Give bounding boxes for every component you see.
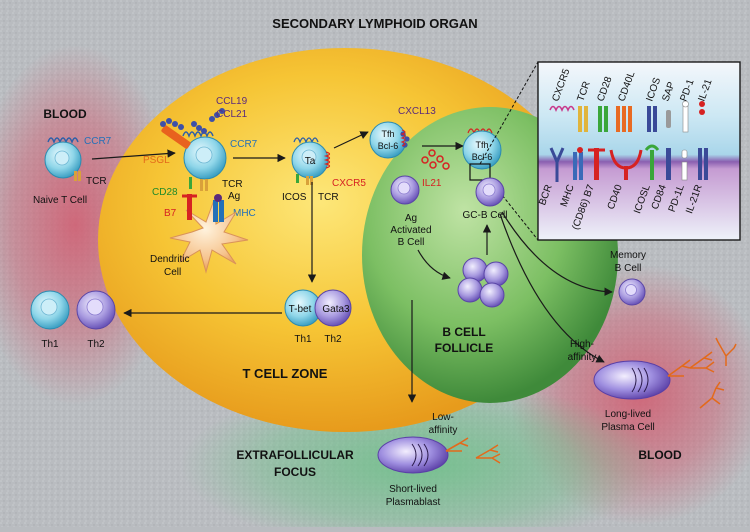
short-lived-label-2: Plasmablast (386, 497, 441, 508)
high-affinity-label-1: High- (570, 339, 594, 350)
cd28-label: CD28 (152, 187, 178, 198)
memory-label-1: Memory (610, 250, 646, 261)
short-lived-label-1: Short-lived (389, 484, 437, 495)
dendritic-cell (169, 194, 249, 274)
dendritic-label-1: Dendritic (150, 254, 189, 265)
naive-tcr-label: TCR (86, 176, 107, 187)
ta-label: Ta (305, 156, 316, 167)
tfh1-label-1: Tfh (381, 129, 394, 139)
b-cell-follicle-label-2: FOLLICLE (435, 341, 494, 355)
ta-tcr-label: TCR (318, 192, 339, 203)
th2-label: Th2 (87, 339, 105, 350)
arrow-gcb-to-plasma (499, 213, 605, 363)
inset-link-top (479, 61, 539, 165)
tfh-cell-1 (369, 121, 410, 159)
arrow-ta-to-tfh (333, 131, 369, 149)
gc-b-cell-label: GC-B Cell (462, 210, 507, 221)
arrow-gcb-to-memory (501, 211, 613, 296)
t-cell-zone-label: T CELL ZONE (243, 366, 328, 381)
th2-cell (76, 290, 116, 330)
blood-label-left: BLOOD (43, 107, 87, 121)
b7-label: B7 (164, 208, 177, 219)
psgl-label: PSGL (143, 155, 170, 166)
extrafollicular-label-1: EXTRAFOLLICULAR (236, 448, 354, 462)
long-lived-label-1: Long-lived (605, 409, 651, 420)
high-affinity-label-2: affinity (568, 352, 597, 363)
short-lived-plasmablast (377, 436, 501, 474)
tfh2-label-2: Bcl-6 (472, 152, 493, 162)
extrafollicular-label-2: FOCUS (274, 465, 316, 479)
ag-b-label-3: B Cell (398, 237, 425, 248)
memory-label-2: B Cell (615, 263, 642, 274)
long-lived-plasma-cell (593, 359, 691, 400)
memory-b-cell (618, 278, 646, 306)
low-affinity-label-1: Low- (432, 412, 454, 423)
tfh1-label-2: Bcl-6 (378, 141, 399, 151)
arrow-naive-to-primed (91, 149, 176, 160)
ccl19-label: CCL19 (216, 96, 248, 107)
ta-cell (291, 137, 331, 185)
page-title: SECONDARY LYMPHOID ORGAN (272, 16, 477, 31)
antibodies-right (689, 337, 737, 409)
blood-label-right: BLOOD (638, 448, 682, 462)
gc-b-cell (475, 177, 505, 207)
tbet-gata3-cells (284, 289, 352, 327)
primed-ccr7-label: CCR7 (230, 139, 258, 150)
ta-icos-label: ICOS (282, 192, 307, 203)
b-cell-cluster (457, 257, 509, 308)
ag-activated-b-cell (390, 175, 420, 205)
naive-ccr7-label: CCR7 (84, 136, 112, 147)
naive-t-cell (44, 137, 82, 181)
il21-label: IL21 (422, 178, 442, 189)
mhc-label: MHC (233, 208, 256, 219)
th1-label: Th1 (41, 339, 59, 350)
th2-small-label: Th2 (324, 334, 342, 345)
b-cell-follicle-label-1: B CELL (442, 325, 485, 339)
primed-tcr-label: TCR (222, 179, 243, 190)
th1-cell (30, 290, 70, 330)
gata3-label: Gata3 (322, 304, 350, 315)
low-affinity-label-2: affinity (429, 425, 458, 436)
ccl21-label: CCL21 (216, 109, 248, 120)
tfh-cell-2 (421, 128, 502, 170)
tbet-label: T-bet (289, 304, 312, 315)
naive-t-cell-label: Naive T Cell (33, 195, 87, 206)
dendritic-label-2: Cell (164, 267, 181, 278)
cxcl13-label: CXCL13 (398, 106, 436, 117)
ag-b-label-2: Activated (390, 225, 431, 236)
primed-t-cell (160, 108, 227, 191)
ag-label: Ag (228, 191, 240, 202)
long-lived-label-2: Plasma Cell (601, 422, 654, 433)
ag-b-label-1: Ag (405, 213, 417, 224)
arrow-agb-to-cluster (417, 249, 451, 280)
tfh2-label-1: Tfh (475, 140, 488, 150)
molecule-inset (537, 61, 741, 241)
th1-small-label: Th1 (294, 334, 312, 345)
ta-cxcr5-label: CXCR5 (332, 178, 366, 189)
